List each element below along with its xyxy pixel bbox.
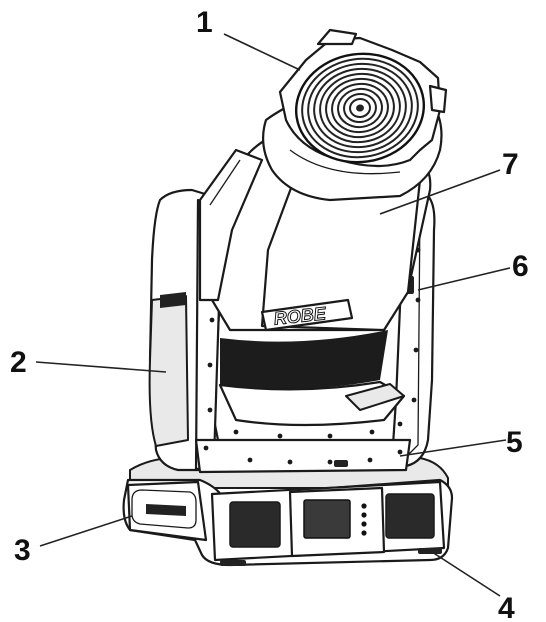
yoke-bridge [194, 438, 412, 474]
callout-7: 7 [502, 148, 519, 181]
callout-1: 1 [196, 6, 213, 39]
leader-4 [431, 551, 501, 597]
leader-6 [417, 267, 511, 291]
base-foot [418, 548, 442, 554]
callout-2: 2 [10, 346, 27, 379]
front-lens-assembly [261, 28, 448, 202]
leader-1 [223, 33, 301, 71]
fixture-base [122, 457, 454, 567]
callout-4: 4 [498, 592, 515, 622]
yoke-left-cover [148, 295, 189, 447]
leader-3 [39, 515, 133, 547]
callout-leaders [35, 33, 511, 597]
head-rear-panel [198, 148, 264, 302]
leader-5 [399, 439, 507, 457]
display-screen [303, 499, 351, 539]
callout-6: 6 [512, 250, 529, 283]
head-tray-block [345, 383, 405, 411]
head-bottom-band [220, 330, 388, 389]
leader-7 [379, 169, 501, 215]
left-vent-grille [229, 501, 281, 548]
brand-logo-plate [260, 298, 354, 332]
fixture-head: ROBE [198, 126, 432, 427]
fresnel-lens [294, 52, 426, 164]
base-handle [146, 504, 186, 516]
leader-2 [35, 361, 167, 373]
callout-5: 5 [506, 426, 523, 459]
right-vent-grille [385, 493, 435, 539]
base-foot [220, 560, 246, 566]
tilt-lock [334, 460, 348, 467]
callout-numbers: 1 2 3 4 5 6 7 [10, 6, 529, 622]
callout-3: 3 [14, 534, 31, 567]
